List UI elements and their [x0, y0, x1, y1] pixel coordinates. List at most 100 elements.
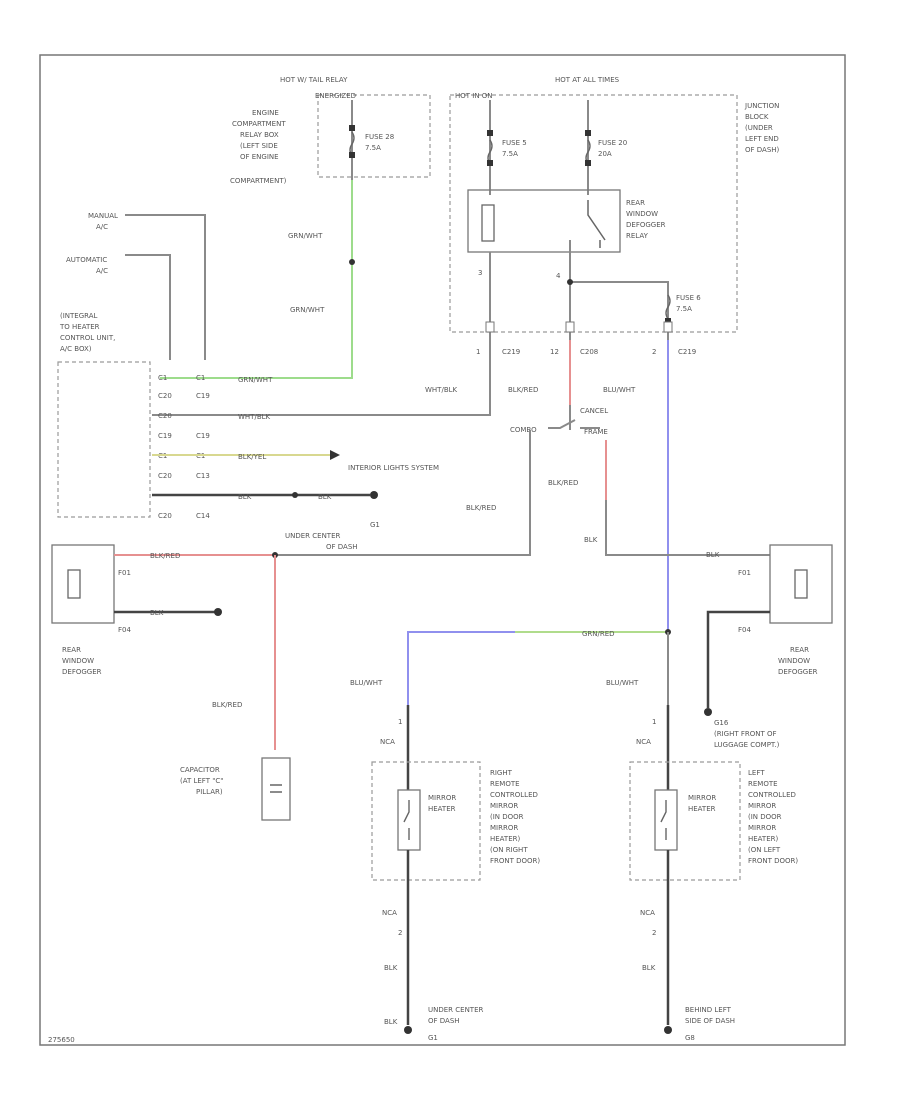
- ecrb-label-6: COMPARTMENT): [230, 177, 287, 185]
- rear-window-defogger-relay: [467, 189, 621, 253]
- blk-red-label-4: BLK/RED: [150, 552, 180, 560]
- two-left-label: 2: [398, 929, 402, 937]
- blk-label-3: BLK: [238, 493, 252, 501]
- blk-label-7: BLK: [384, 1018, 398, 1026]
- grn-wht-label-2: GRN/WHT: [290, 306, 325, 314]
- f01-right-label: F01: [738, 569, 751, 577]
- fuse6-label: FUSE 6: [676, 294, 701, 302]
- junction-block: [449, 94, 738, 333]
- rrm-label-2: REMOTE: [490, 780, 520, 788]
- c19-label-1: C19: [196, 392, 210, 400]
- capacitor: [261, 757, 291, 821]
- rear-defogger-left: [51, 544, 115, 624]
- cancel-label-2: FRAME: [584, 428, 608, 436]
- right-mirror-heater-symbol: [403, 800, 410, 840]
- blu-wht-label-3: BLU/WHT: [606, 679, 639, 687]
- jb-label-2: BLOCK: [745, 113, 769, 121]
- one-left-label: 1: [398, 718, 402, 726]
- rwd-left-label-3: DEFOGGER: [62, 668, 102, 676]
- ecrb-label-2: COMPARTMENT: [232, 120, 286, 128]
- rrm-label-1: RIGHT: [490, 769, 513, 777]
- diagram-frame: [39, 54, 846, 1046]
- relay-label-3: DEFOGGER: [626, 221, 666, 229]
- jb-label-3: (UNDER: [745, 124, 773, 132]
- lrm-label-6: MIRROR: [748, 824, 776, 832]
- fuse5-terminal-top: [487, 130, 493, 136]
- auto-ac-label-1: AUTOMATIC: [66, 256, 107, 264]
- rwd-right-label-1: REAR: [790, 646, 809, 654]
- fuse28-amp-label: 7.5A: [365, 144, 381, 152]
- g16-ground-end: [704, 708, 712, 716]
- capacitor-symbol: [270, 784, 282, 793]
- ecrb-label-5: OF ENGINE: [240, 153, 279, 161]
- combo-switch: [548, 419, 600, 429]
- blue-wire-left-branch: [407, 631, 515, 705]
- c20-label-2: C20: [158, 472, 172, 480]
- lrm-label-2: REMOTE: [748, 780, 778, 788]
- right-mirror-heater: [397, 789, 421, 851]
- c19-label-2: C19: [158, 432, 172, 440]
- lrm-label-8: (ON LEFT: [748, 846, 781, 854]
- left-mirror-box: [629, 761, 741, 881]
- ecrb-label-1: ENGINE: [252, 109, 279, 117]
- under-center-label-2: OF DASH: [326, 543, 358, 551]
- blu-wht-label-1: BLU/WHT: [603, 386, 636, 394]
- grn-wht-label-3: GRN/WHT: [238, 376, 273, 384]
- blk-label-6: BLK: [384, 964, 398, 972]
- rrm-label-8: (ON RIGHT: [490, 846, 528, 854]
- ecrb-label-4: (LEFT SIDE: [240, 142, 278, 150]
- fuse6-amp-label: 7.5A: [676, 305, 692, 313]
- blu-wht-label-2: BLU/WHT: [350, 679, 383, 687]
- fuse28-label: FUSE 28: [365, 133, 394, 141]
- left-mirror-heater: [654, 789, 678, 851]
- hcu-label-4: A/C BOX): [60, 345, 92, 353]
- rwd-right-label-2: WINDOW: [778, 657, 810, 665]
- fuse20-label: FUSE 20: [598, 139, 627, 147]
- mirror-heater-label-1: MIRROR: [428, 794, 456, 802]
- jb-label-5: OF DASH): [745, 146, 780, 154]
- fuse6-symbol: [665, 294, 671, 320]
- combo-to-splice-wire: [275, 430, 531, 556]
- grn-wht-label-1: GRN/WHT: [288, 232, 323, 240]
- jb-wire-pin1: [152, 252, 491, 416]
- hcu-pin-1: C1: [158, 374, 167, 382]
- fuse28-terminal-top: [349, 125, 355, 131]
- f01-left-label: F01: [118, 569, 131, 577]
- c208-terminal: [565, 321, 575, 333]
- hot-tail-relay-label: HOT W/ TAIL RELAY: [280, 76, 348, 84]
- rwd-left-label-2: WINDOW: [62, 657, 94, 665]
- rrm-label-4: MIRROR: [490, 802, 518, 810]
- engine-relay-box: [317, 94, 431, 178]
- fuse6-terminal: [665, 318, 671, 324]
- c20-label-4: C20: [158, 412, 172, 420]
- cancel-label-1: CANCEL: [580, 407, 608, 415]
- g16-label-3: LUGGAGE COMPT.): [714, 741, 780, 749]
- gnd-bl-label-3: G8: [685, 1034, 695, 1042]
- jb-label-4: LEFT END: [745, 135, 779, 143]
- c219a-label: C219: [502, 348, 520, 356]
- gnd-uc-label-1: UNDER CENTER: [428, 1006, 484, 1014]
- capacitor-label-2: (AT LEFT "C": [180, 777, 224, 785]
- relay-switch-icon: [587, 200, 606, 248]
- c20-label-3: C20: [158, 512, 172, 520]
- gnd-uc-label-2: OF DASH: [428, 1017, 460, 1025]
- auto-ac-wire: [125, 254, 171, 360]
- cancel-to-right-defogger-wire: [605, 500, 770, 556]
- hcu-label-2: TO HEATER: [59, 323, 100, 331]
- blk-label-8: BLK: [642, 964, 656, 972]
- fuse28-terminal-bottom: [349, 152, 355, 158]
- blk-red-label-1: BLK/RED: [508, 386, 538, 394]
- wht-blk-label-2: WHT/BLK: [238, 413, 271, 421]
- combo-label: COMBO: [510, 426, 537, 434]
- hot-in-on-label: HOT IN ON: [455, 92, 493, 100]
- blk-label-1: BLK: [584, 536, 598, 544]
- pin12-label: 12: [550, 348, 559, 356]
- c20-label-1: C20: [158, 392, 172, 400]
- manual-ac-wire: [125, 214, 206, 360]
- blk-label-4: BLK: [318, 493, 332, 501]
- c219-terminal-right: [663, 321, 673, 333]
- energized-label: ENERGIZED: [315, 92, 356, 100]
- blk-red-label-2: BLK/RED: [548, 479, 578, 487]
- c219-terminal-left: [485, 321, 495, 333]
